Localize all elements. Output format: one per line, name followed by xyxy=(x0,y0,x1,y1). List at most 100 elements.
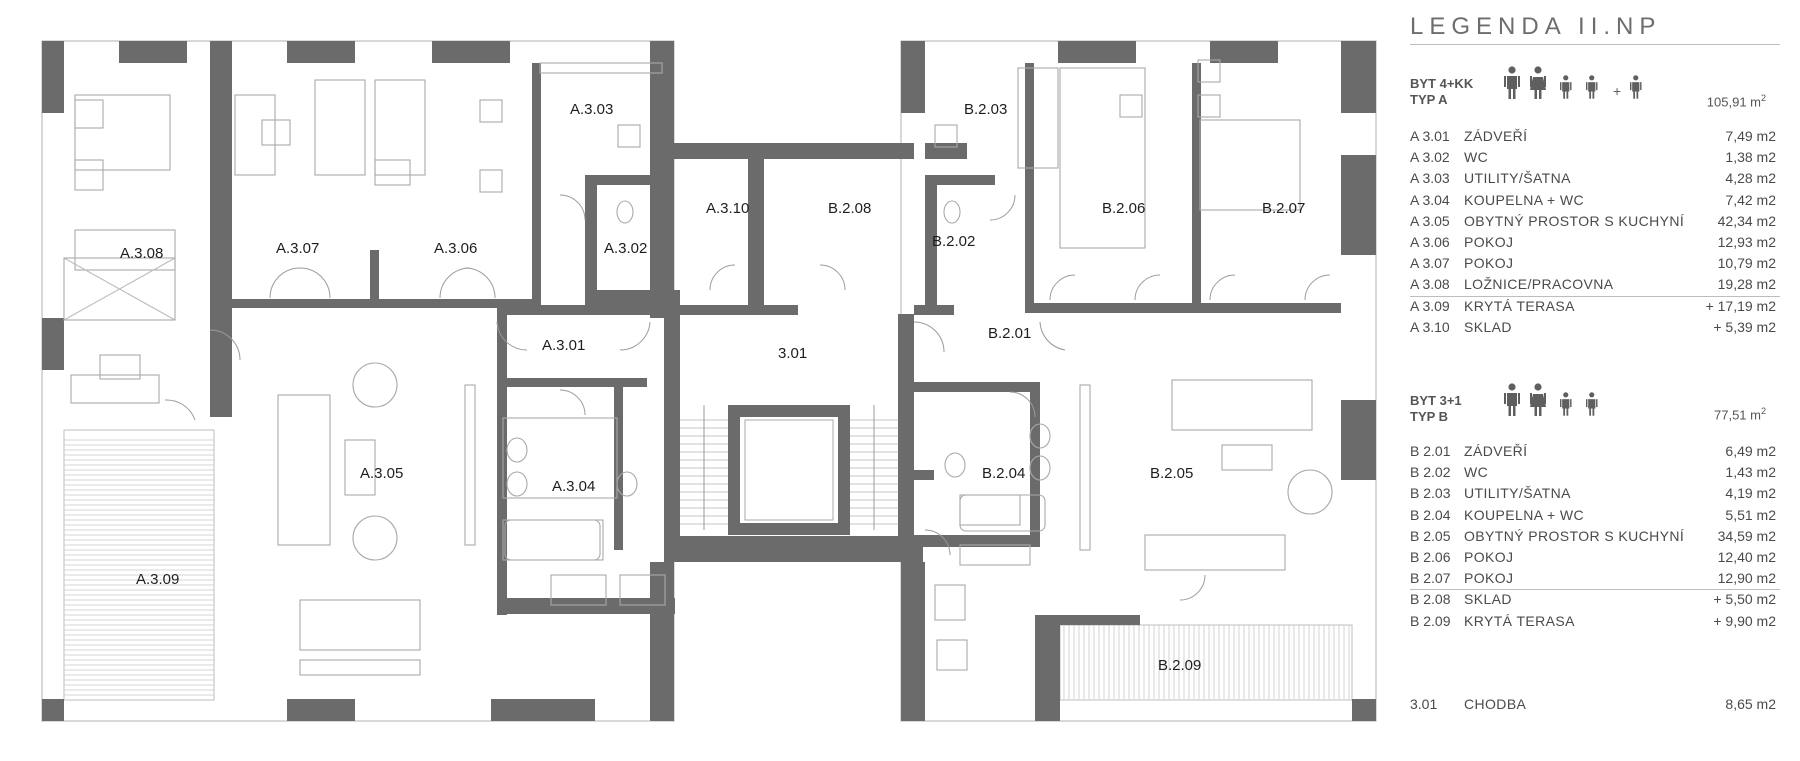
room-label: A.3.07 xyxy=(276,240,319,257)
room-label: B.2.09 xyxy=(1158,657,1201,674)
room-label: B.2.03 xyxy=(964,101,1007,118)
furniture xyxy=(63,59,1333,676)
legend-row-name: KRYTÁ TERASA xyxy=(1464,612,1575,629)
legend-row-name: POKOJ xyxy=(1464,549,1514,565)
legend-row-area: + 9,90 m2 xyxy=(1713,612,1776,629)
staircase xyxy=(680,405,898,530)
room-label: 3.01 xyxy=(778,345,807,362)
room-label: B.2.05 xyxy=(1150,465,1193,482)
legend-row-code: B 2.04 xyxy=(1410,506,1451,523)
legend-row-area: 7,42 m2 xyxy=(1725,191,1776,208)
plus-sign: + xyxy=(1613,83,1621,99)
legend-row-code: 3.01 xyxy=(1410,696,1438,712)
legend-row-code: A 3.09 xyxy=(1410,297,1450,314)
legend-row-name: POKOJ xyxy=(1464,570,1514,587)
apartment-b-line2: TYP B xyxy=(1410,409,1449,424)
legend-row-name: KOUPELNA + WC xyxy=(1464,506,1584,523)
legend-row-name: ZÁDVEŘÍ xyxy=(1464,443,1528,459)
legend-row-name: KOUPELNA + WC xyxy=(1464,191,1584,208)
legend-row-area: 12,93 m2 xyxy=(1717,234,1776,250)
legend-row-area: 4,28 m2 xyxy=(1725,170,1776,187)
legend-row-name: KRYTÁ TERASA xyxy=(1464,297,1575,314)
apartment-a-type: BYT 4+KK TYP A xyxy=(1410,76,1473,108)
legend-room-row: A 3.01 ZÁDVEŘÍ 7,49 m2 xyxy=(1410,128,1776,148)
terrace-hatch xyxy=(63,429,1353,701)
legend-extras-rule xyxy=(1410,589,1780,591)
legend-row-code: A 3.01 xyxy=(1410,128,1450,144)
legend-row-name: WC xyxy=(1464,464,1489,481)
legend-row-name: UTILITY/ŠATNA xyxy=(1464,485,1571,502)
room-labels: A.3.08 A.3.07 A.3.06 A.3.03 A.3.10 A.3.0… xyxy=(120,101,1305,674)
room-label: B.2.01 xyxy=(988,325,1031,342)
legend-row-name: WC xyxy=(1464,149,1489,166)
child-icon xyxy=(1560,392,1572,416)
room-label: A.3.09 xyxy=(136,571,179,588)
legend-room-row: A 3.02 WC 1,38 m2 xyxy=(1410,149,1776,169)
room-label: B.2.08 xyxy=(828,200,871,217)
legend-row-code: A 3.06 xyxy=(1410,234,1450,250)
walls xyxy=(42,41,1376,721)
legend-row-area: 12,40 m2 xyxy=(1717,549,1776,565)
child-icon xyxy=(1586,75,1598,99)
room-label: B.2.02 xyxy=(932,233,975,250)
legend-row-area: + 5,50 m2 xyxy=(1713,591,1776,608)
extra-person-icon xyxy=(1630,75,1642,99)
legend-row-name: OBYTNÝ PROSTOR S KUCHYNÍ xyxy=(1464,212,1685,229)
legend-row-area: 10,79 m2 xyxy=(1717,255,1776,272)
legend-row-code: B 2.06 xyxy=(1410,549,1451,565)
legend-row-area: 42,34 m2 xyxy=(1717,212,1776,229)
legend-extra-row: B 2.09 KRYTÁ TERASA + 9,90 m2 xyxy=(1410,613,1776,633)
legend-row-code: B 2.07 xyxy=(1410,570,1451,587)
legend-row-code: A 3.04 xyxy=(1410,191,1450,208)
legend-title: LEGENDA II.NP xyxy=(1410,13,1662,40)
legend-room-row: B 2.04 KOUPELNA + WC 5,51 m2 xyxy=(1410,507,1776,527)
apartment-b-total-area: 77,51 m2 xyxy=(1714,406,1766,423)
room-label: A.3.10 xyxy=(706,200,749,217)
room-label: A.3.03 xyxy=(570,101,613,118)
legend-row-name: OBYTNÝ PROSTOR S KUCHYNÍ xyxy=(1464,527,1685,544)
legend-panel: LEGENDA II.NP BYT 4+KK TYP A + 105,91 m2… xyxy=(1410,0,1780,761)
legend-row-code: B 2.01 xyxy=(1410,443,1451,459)
legend-row-area: + 5,39 m2 xyxy=(1713,318,1776,335)
room-label: A.3.05 xyxy=(360,465,403,482)
legend-row-code: B 2.03 xyxy=(1410,485,1451,502)
man-icon xyxy=(1504,383,1520,416)
legend-row-area: 34,59 m2 xyxy=(1717,527,1776,544)
legend-row-code: B 2.09 xyxy=(1410,612,1451,629)
legend-title-rule xyxy=(1410,44,1780,45)
legend-row-area: 5,51 m2 xyxy=(1725,506,1776,523)
apartment-a-line2: TYP A xyxy=(1410,92,1448,107)
man-icon xyxy=(1504,66,1520,99)
legend-row-code: A 3.08 xyxy=(1410,276,1450,293)
apartment-b-type: BYT 3+1 TYP B xyxy=(1410,393,1462,425)
room-label: A.3.08 xyxy=(120,245,163,262)
legend-row-area: 4,19 m2 xyxy=(1725,485,1776,502)
legend-row-name: UTILITY/ŠATNA xyxy=(1464,170,1571,187)
legend-room-row: B 2.06 POKOJ 12,40 m2 xyxy=(1410,549,1776,569)
legend-row-code: B 2.08 xyxy=(1410,591,1451,608)
legend-row-name: POKOJ xyxy=(1464,255,1514,272)
legend-room-row: B 2.03 UTILITY/ŠATNA 4,19 m2 xyxy=(1410,485,1776,505)
floor-plan: A.3.08 A.3.07 A.3.06 A.3.03 A.3.10 A.3.0… xyxy=(41,40,1377,722)
legend-row-code: A 3.10 xyxy=(1410,318,1450,335)
room-label: A.3.01 xyxy=(542,337,585,354)
room-label: B.2.04 xyxy=(982,465,1025,482)
legend-row-name: ZÁDVEŘÍ xyxy=(1464,128,1528,144)
legend-row-area: 1,38 m2 xyxy=(1725,149,1776,166)
legend-row-area: 1,43 m2 xyxy=(1725,464,1776,481)
legend-row-area: 7,49 m2 xyxy=(1725,128,1776,144)
legend-row-code: A 3.07 xyxy=(1410,255,1450,272)
woman-icon xyxy=(1530,383,1546,416)
legend-row-name: SKLAD xyxy=(1464,591,1512,608)
legend-row-code: A 3.02 xyxy=(1410,149,1450,166)
legend-row-name: LOŽNICE/PRACOVNA xyxy=(1464,276,1614,293)
room-label: B.2.06 xyxy=(1102,200,1145,217)
